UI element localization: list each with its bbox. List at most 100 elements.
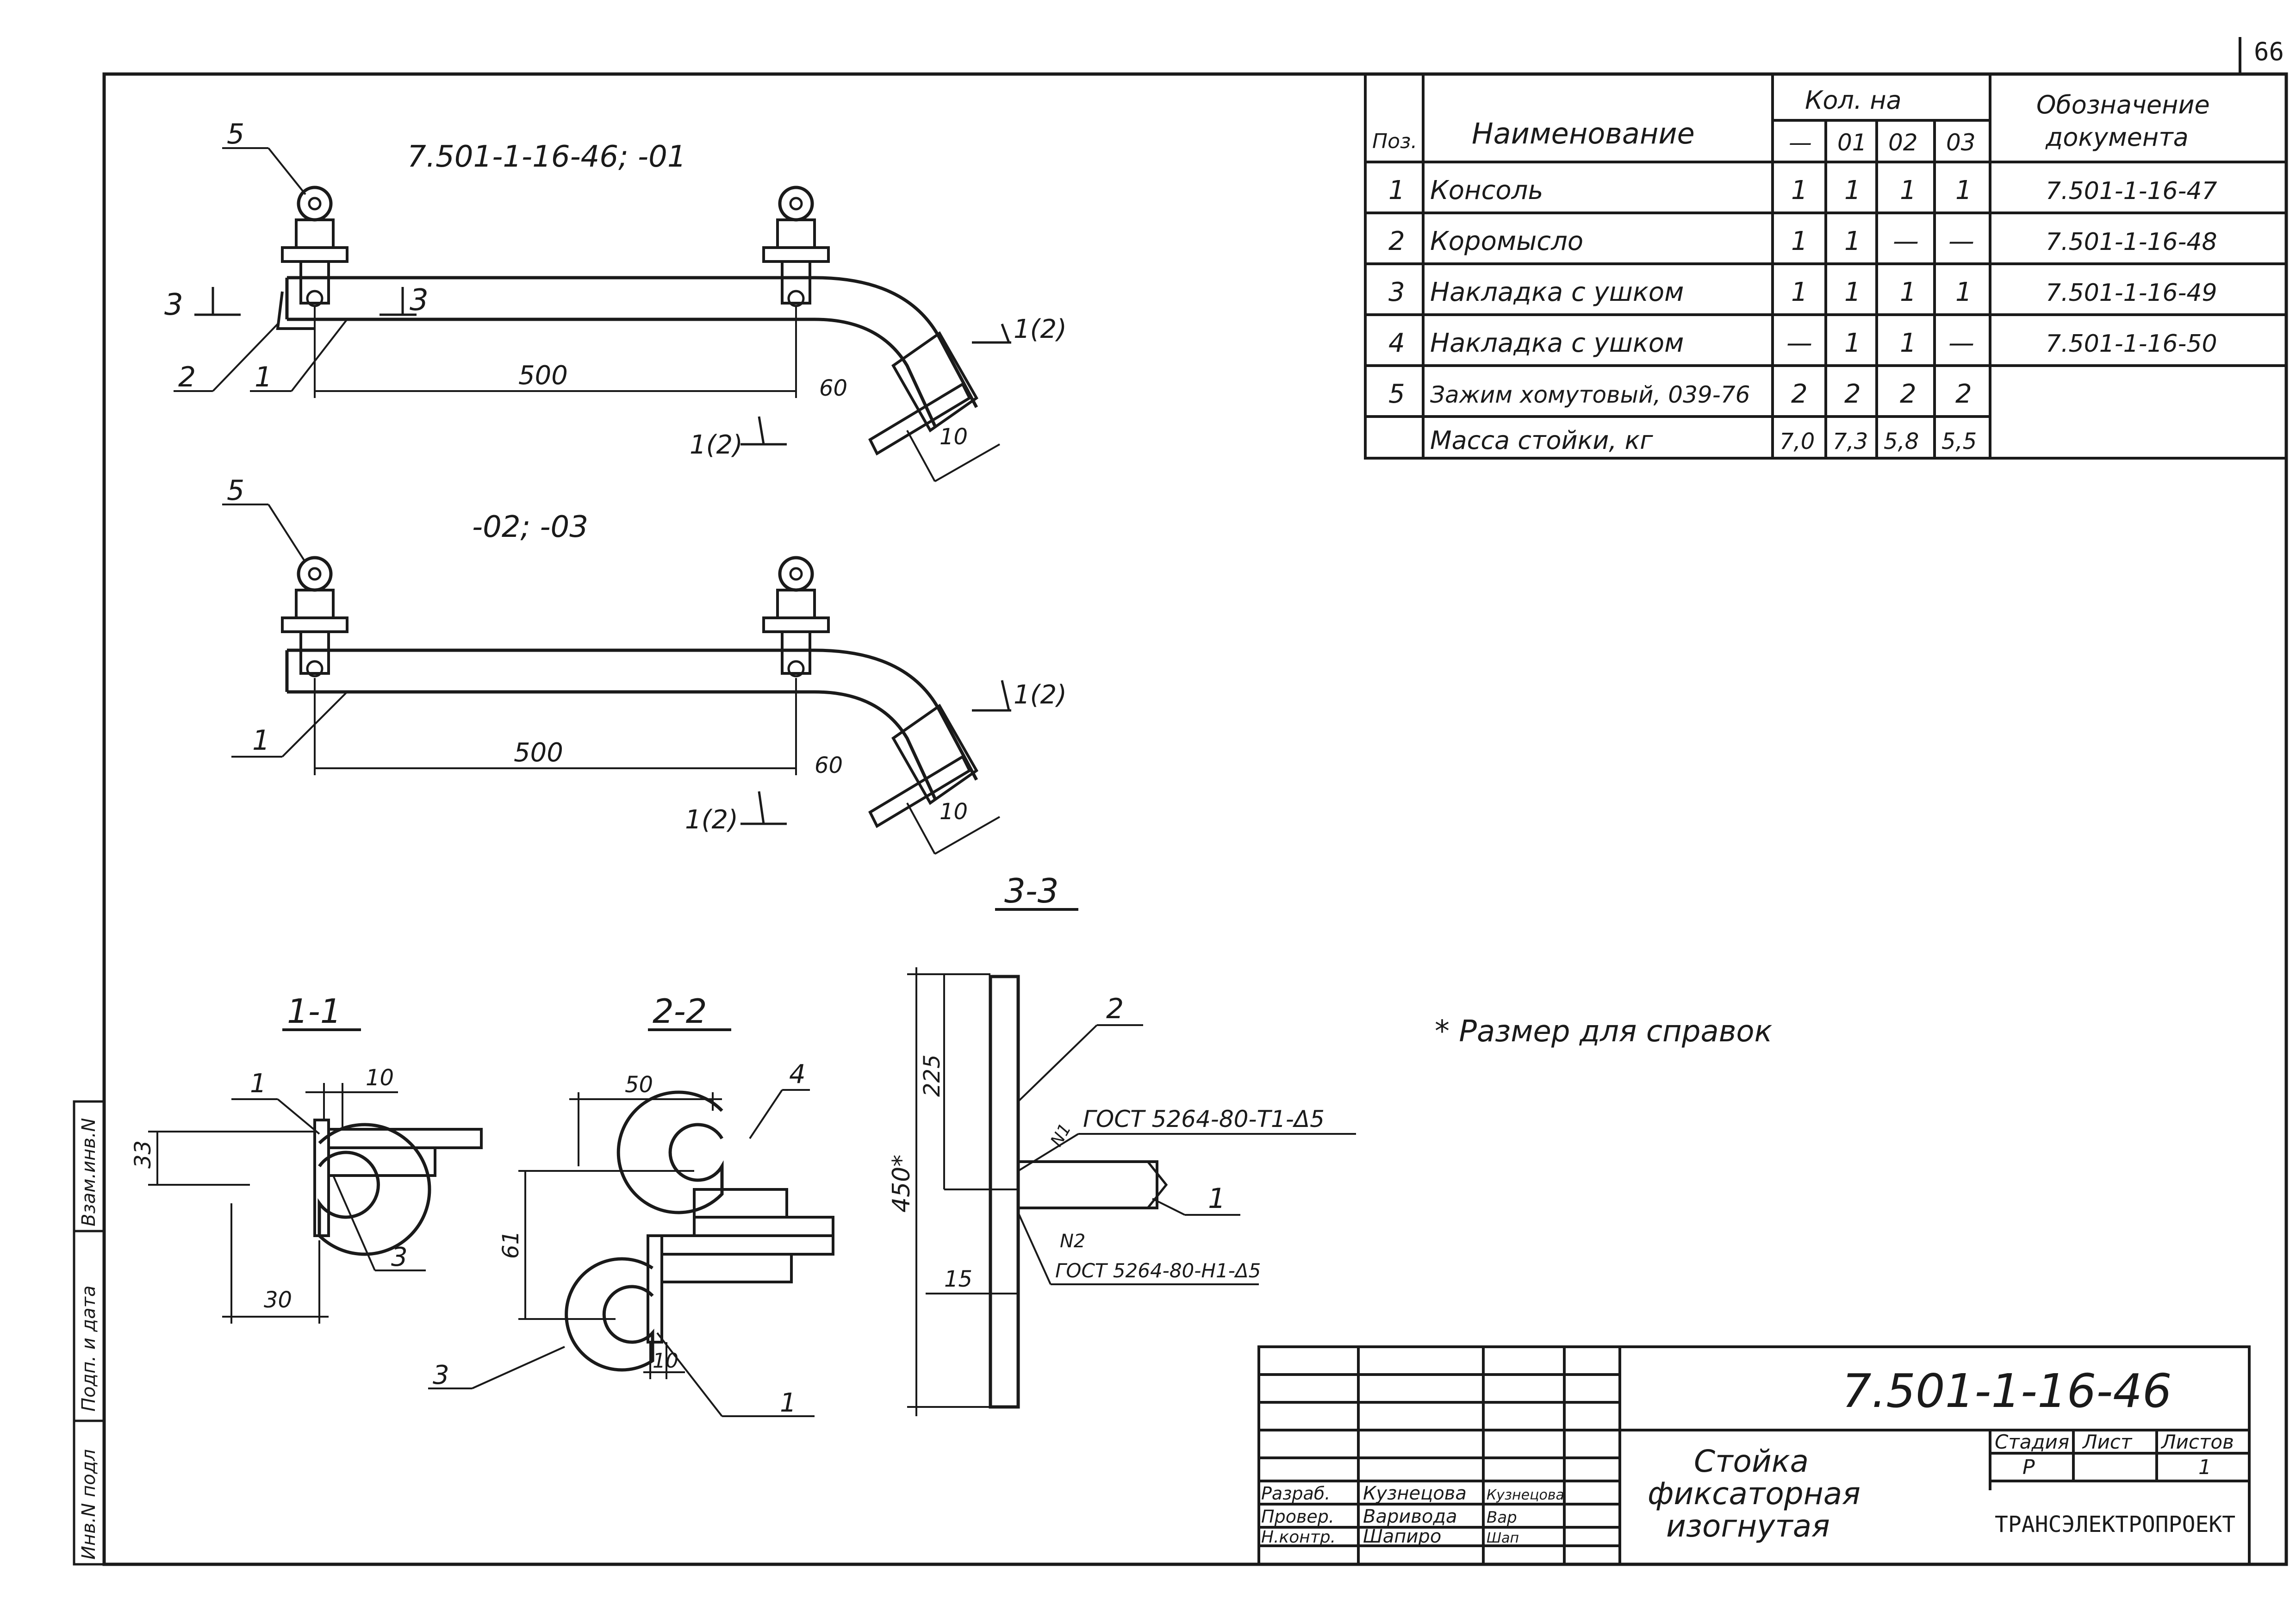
spec-row-1-pos: 1	[1388, 175, 1405, 205]
spec-row-3-q0: 1	[1791, 277, 1808, 307]
title-stage-label: Стадия	[1995, 1431, 2069, 1453]
section-2-2: 2-2 50 61 10 4 3 1	[428, 992, 834, 1418]
s11-pos-1-label: 1	[250, 1069, 267, 1099]
spec-row-1-q3: 1	[1955, 175, 1972, 205]
s11-dim-30: 30	[264, 1287, 292, 1313]
spec-row-2-q0: 1	[1791, 226, 1808, 256]
s33-dim-450: 450*	[888, 1155, 915, 1213]
section-3-3: 3-3 450* 225 15 2 ГОСТ 5264-80-Т1-Δ5 N1 …	[888, 871, 1356, 1416]
title-line-3: изогнутая	[1666, 1508, 1830, 1544]
title-name-3: Шапиро	[1363, 1526, 1441, 1547]
s22-pos-4-label: 4	[789, 1059, 806, 1089]
title-line-1: Стойка	[1694, 1444, 1809, 1479]
title-stage: Р	[2022, 1456, 2035, 1479]
title-sign-2: Вар	[1487, 1508, 1517, 1527]
s33-n2: N2	[1060, 1231, 1085, 1252]
bottom-section-arrow-bottom: 1(2)	[685, 805, 738, 835]
spec-header-doc-1: Обозначение	[2036, 90, 2210, 119]
top-pos-1-label: 1	[255, 361, 272, 393]
spec-row-5-name: Зажим хомутовый, 039-76	[1430, 381, 1750, 408]
clamp-right	[762, 186, 830, 307]
spec-table: Поз. Наименование Кол. на Обозначение до…	[1364, 73, 2288, 460]
spec-row-6-q1: 7,3	[1833, 429, 1868, 454]
title-doc-number: 7.501-1-16-46	[1842, 1364, 2172, 1418]
section-3-mark-right: 3	[410, 283, 429, 317]
spec-row-2-pos: 2	[1388, 226, 1405, 256]
spec-row-5-q0: 2	[1791, 379, 1808, 409]
s11-pos-3-label: 3	[391, 1242, 408, 1272]
spec-row: 5 Зажим хомутовый, 039-76 2 2 2 2	[1388, 379, 1972, 409]
spec-row-2-q1: 1	[1844, 226, 1861, 256]
s11-dim-10: 10	[366, 1065, 394, 1091]
spec-row-3-name: Накладка с ушком	[1430, 277, 1684, 307]
spec-row-2-q3: —	[1948, 226, 1974, 256]
title-sheet-label: Лист	[2082, 1431, 2133, 1453]
side-stamp: Взам.инв.N Подп. и дата Инв.N подл	[73, 1100, 106, 1566]
spec-sub-header-3: 03	[1946, 129, 1976, 156]
spec-header-qty: Кол. на	[1805, 86, 1902, 115]
spec-sub-header-1: 01	[1837, 129, 1867, 156]
spec-row-5-pos: 5	[1388, 379, 1405, 409]
section-2-2-title: 2-2	[653, 992, 707, 1031]
spec-row-2-q2: —	[1893, 226, 1919, 256]
reference-note: * Размер для справок	[1435, 1014, 1773, 1049]
spec-row-3-q1: 1	[1844, 277, 1861, 307]
top-variant-label: 7.501-1-16-46; -01	[407, 140, 686, 174]
spec-header-doc-2: документа	[2045, 123, 2189, 152]
title-sheets-label: Листов	[2160, 1431, 2234, 1453]
spec-row-4-pos: 4	[1388, 328, 1405, 358]
section-3-3-title: 3-3	[1004, 871, 1059, 910]
spec-row-4-doc: 7.501-1-16-50	[2046, 330, 2217, 358]
section-3-mark-left: 3	[164, 288, 183, 322]
spec-row-3-q2: 1	[1900, 277, 1916, 307]
spec-row-2-name: Коромысло	[1430, 226, 1583, 256]
spec-row-4-name: Накладка с ушком	[1430, 328, 1684, 358]
spec-row-3-pos: 3	[1388, 277, 1405, 307]
stamp-sign-date: Подп. и дата	[78, 1286, 100, 1412]
title-role-3: Н.контр.	[1261, 1528, 1336, 1547]
title-line-2: фиксаторная	[1648, 1476, 1860, 1512]
title-sheets: 1	[2198, 1456, 2211, 1479]
spec-row-2-doc: 7.501-1-16-48	[2046, 228, 2217, 256]
bottom-dim-500: 500	[514, 738, 563, 768]
spec-row-1-name: Консоль	[1430, 175, 1543, 205]
bottom-dim-60: 60	[815, 753, 843, 778]
s33-pos-2-label: 2	[1106, 993, 1124, 1025]
top-dim-10: 10	[940, 424, 968, 450]
spec-row-4-q3: —	[1948, 328, 1974, 358]
section-1-1-title: 1-1	[287, 992, 342, 1031]
spec-row-5-q1: 2	[1844, 379, 1861, 409]
s33-pos-1-label: 1	[1208, 1182, 1226, 1215]
top-pos-5-label: 5	[227, 118, 244, 150]
bottom-section-arrow-right: 1(2)	[1014, 680, 1067, 710]
title-name-1: Кузнецова	[1363, 1483, 1467, 1504]
spec-row-1-q1: 1	[1844, 175, 1861, 205]
spec-header-pos: Поз.	[1372, 130, 1417, 153]
spec-row-6-q0: 7,0	[1780, 429, 1815, 454]
s22-dim-61: 61	[498, 1231, 524, 1259]
bottom-pos-5-label: 5	[227, 474, 244, 507]
sheet-frame: 66	[102, 37, 2288, 1566]
s33-n1: N1	[1047, 1120, 1075, 1150]
bottom-pos-1-label: 1	[252, 724, 270, 757]
title-sign-1: Кузнецова	[1487, 1487, 1564, 1503]
spec-row: 2 Коромысло 1 1 — — 7.501-1-16-48	[1388, 226, 2217, 256]
title-role-1: Разраб.	[1261, 1483, 1330, 1504]
spec-row-1-q0: 1	[1791, 175, 1808, 205]
top-pos-2-label: 2	[178, 361, 196, 393]
s22-dim-10: 10	[653, 1349, 678, 1373]
s33-weld-2: ГОСТ 5264-80-Н1-Δ5	[1055, 1259, 1261, 1282]
top-section-arrow-bottom: 1(2)	[690, 430, 743, 460]
spec-sub-header-2: 02	[1888, 129, 1918, 156]
spec-row: Масса стойки, кг 7,0 7,3 5,8 5,5	[1430, 426, 1977, 455]
spec-row: 3 Накладка с ушком 1 1 1 1 7.501-1-16-49	[1388, 277, 2217, 307]
title-role-2: Провер.	[1261, 1506, 1334, 1527]
spec-row-5-q2: 2	[1900, 379, 1916, 409]
spec-row-1-q2: 1	[1900, 175, 1916, 205]
title-sign-3: Шап	[1487, 1530, 1519, 1546]
bottom-bracket-view: -02; -03 500 60 10 1(2)	[222, 474, 1067, 855]
spec-row-3-q3: 1	[1955, 277, 1972, 307]
s33-dim-225: 225	[919, 1054, 945, 1097]
